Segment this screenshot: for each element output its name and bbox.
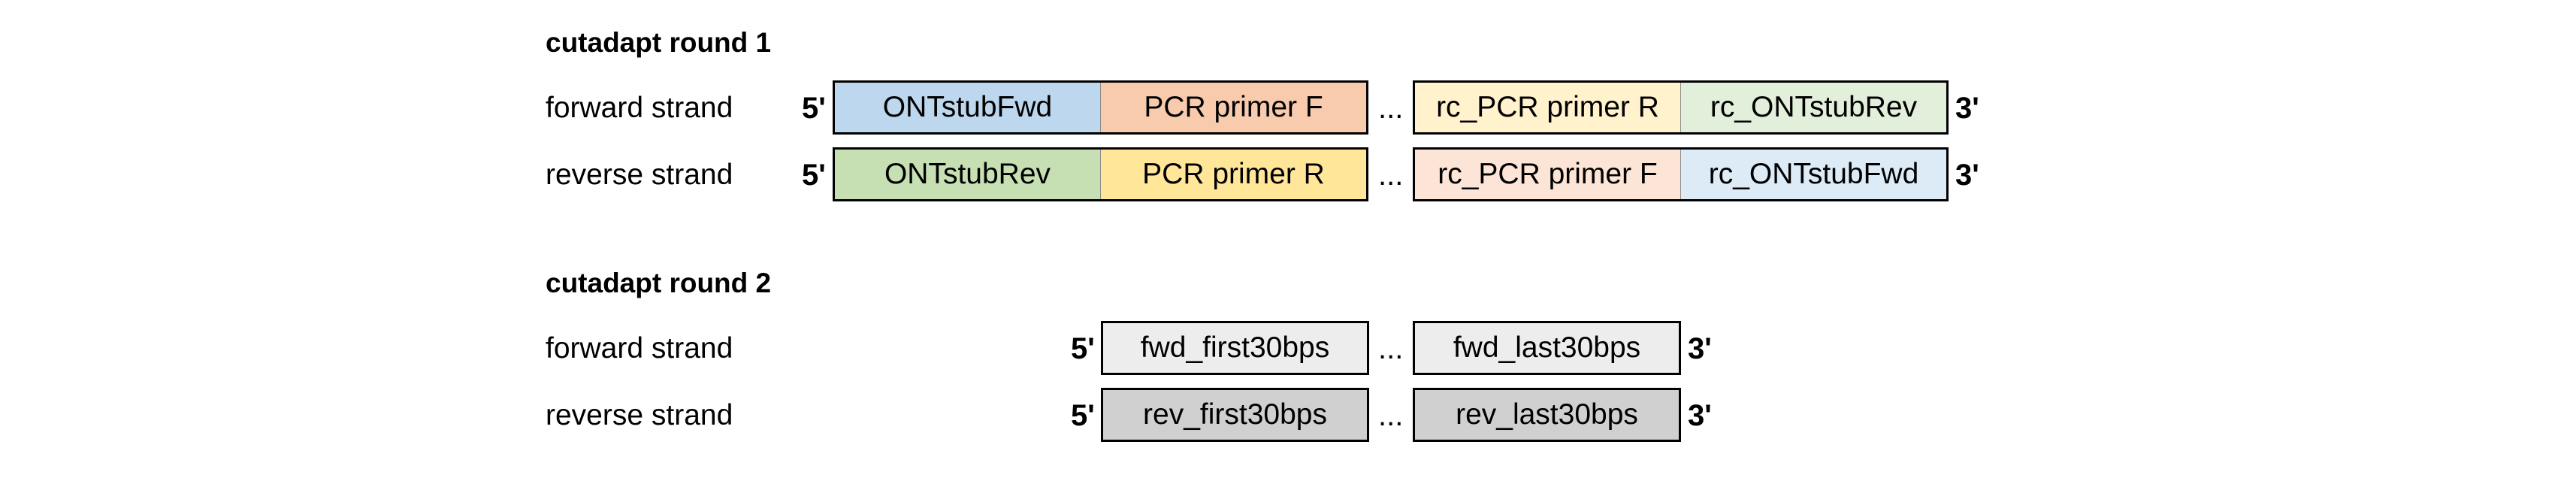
round1-reverse-label: reverse strand: [546, 159, 733, 191]
round1-title: cutadapt round 1: [546, 27, 772, 58]
round1-forward-left-block: ONTstubFwd PCR primer F: [833, 80, 1368, 135]
round2-forward-right-block: fwd_last30bps: [1413, 321, 1681, 375]
three-prime-end: 3': [1688, 399, 1712, 432]
round2-title: cutadapt round 2: [546, 268, 772, 298]
segment-rev-last30bps: rev_last30bps: [1415, 390, 1679, 440]
three-prime-end: 3': [1955, 159, 1979, 192]
ellipsis: ...: [1378, 92, 1404, 125]
ellipsis: ...: [1378, 159, 1404, 192]
segment-PCR-primer-F: PCR primer F: [1100, 83, 1366, 132]
segment-rc-PCR-primer-F: rc_PCR primer F: [1415, 150, 1680, 199]
segment-rc-ONTstubFwd: rc_ONTstubFwd: [1680, 150, 1946, 199]
segment-PCR-primer-R: PCR primer R: [1100, 150, 1366, 199]
round1-reverse-left-block: ONTstubRev PCR primer R: [833, 147, 1368, 201]
round1-forward-label: forward strand: [546, 92, 733, 124]
round2-reverse-left-block: rev_first30bps: [1101, 388, 1369, 442]
round2-forward-left-block: fwd_first30bps: [1101, 321, 1369, 375]
round1-forward-right-block: rc_PCR primer R rc_ONTstubRev: [1413, 80, 1949, 135]
three-prime-end: 3': [1688, 332, 1712, 365]
three-prime-end: 3': [1955, 92, 1979, 125]
round2-reverse-label: reverse strand: [546, 399, 733, 431]
five-prime-end: 5': [1071, 399, 1095, 432]
ellipsis: ...: [1378, 399, 1404, 432]
round2-reverse-right-block: rev_last30bps: [1413, 388, 1681, 442]
segment-fwd-first30bps: fwd_first30bps: [1103, 323, 1367, 373]
segment-rc-ONTstubRev: rc_ONTstubRev: [1680, 83, 1946, 132]
five-prime-end: 5': [802, 92, 826, 125]
round1-reverse-right-block: rc_PCR primer F rc_ONTstubFwd: [1413, 147, 1949, 201]
five-prime-end: 5': [802, 159, 826, 192]
ellipsis: ...: [1378, 332, 1404, 365]
segment-ONTstubFwd: ONTstubFwd: [835, 83, 1100, 132]
five-prime-end: 5': [1071, 332, 1095, 365]
segment-rev-first30bps: rev_first30bps: [1103, 390, 1367, 440]
segment-ONTstubRev: ONTstubRev: [835, 150, 1100, 199]
segment-rc-PCR-primer-R: rc_PCR primer R: [1415, 83, 1680, 132]
segment-fwd-last30bps: fwd_last30bps: [1415, 323, 1679, 373]
round2-forward-label: forward strand: [546, 332, 733, 365]
